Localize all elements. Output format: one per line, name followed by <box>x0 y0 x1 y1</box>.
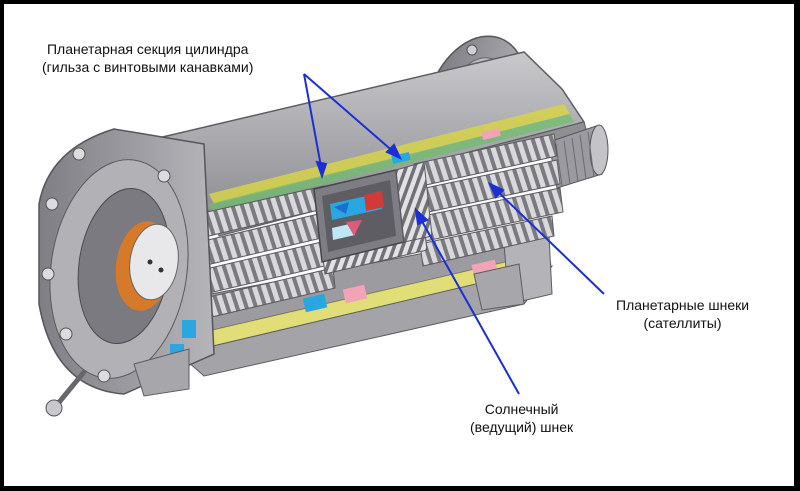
label-planetary-section: Планетарная секция цилиндра (гильза с ви… <box>42 40 253 76</box>
label-planetary-screws: Планетарные шнеки (сателлиты) <box>616 296 749 332</box>
callout-arrow-icon <box>414 207 429 226</box>
label-planetary-section-line1: Планетарная секция цилиндра <box>46 41 249 57</box>
label-planetary-section-line2: (гильза с винтовыми канавками) <box>42 59 254 75</box>
callout-arrow-icon <box>385 143 403 161</box>
callout-arrow-icon <box>487 181 505 199</box>
callout-line-sun-screw <box>418 215 520 395</box>
front-flange <box>38 128 215 395</box>
callout-line-planetary-screws <box>493 187 605 295</box>
extruder-cutaway-illustration <box>38 35 609 417</box>
label-sun-screw-line1: Солнечный <box>484 401 559 417</box>
callout-lines <box>303 73 605 395</box>
label-sun-screw-line2: (ведущий) шнек <box>470 419 574 435</box>
label-planetary-screws-line2: (сателлиты) <box>643 315 722 331</box>
lever-handle <box>45 369 87 417</box>
support-feet <box>133 263 525 397</box>
callout-line-section-left <box>303 73 323 173</box>
label-sun-screw: Солнечный (ведущий) шнек <box>470 400 573 436</box>
callout-line-section-right <box>303 73 397 155</box>
planetary-screws-right <box>413 133 564 267</box>
callout-arrow-icon <box>315 160 328 180</box>
label-planetary-screws-line1: Планетарные шнеки <box>616 297 750 313</box>
diagram-canvas: Планетарная секция цилиндра (гильза с ви… <box>4 4 794 486</box>
drive-shaft <box>548 124 609 189</box>
